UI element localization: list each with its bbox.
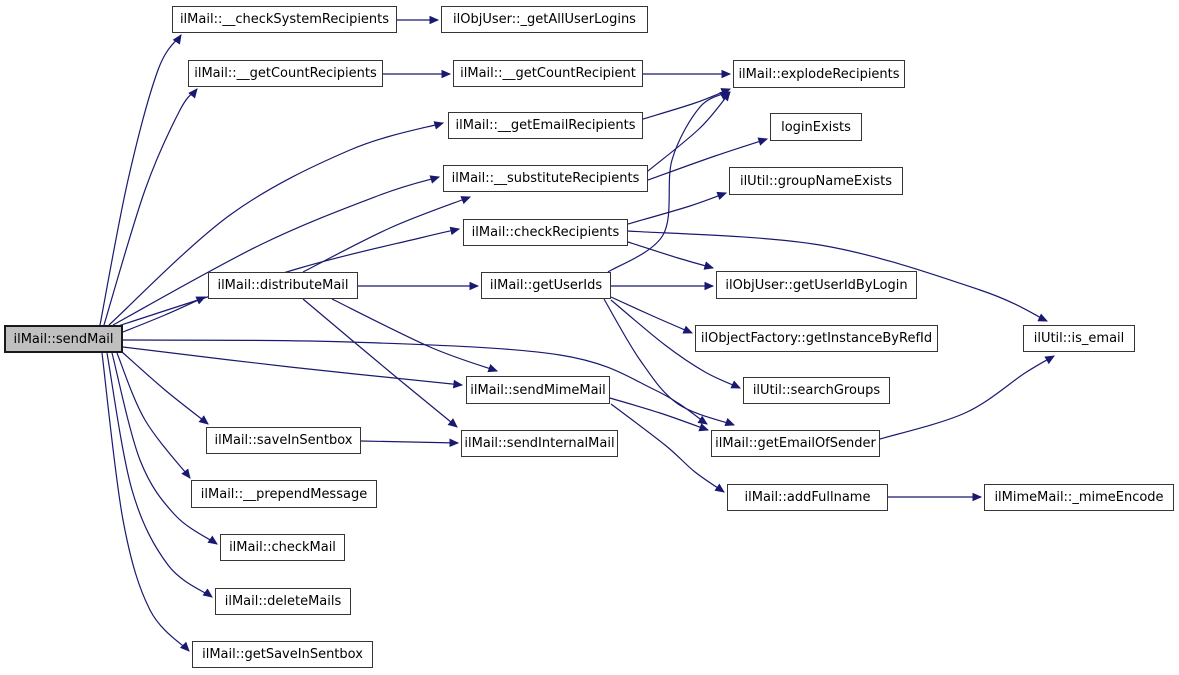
node-getUserIdByLogin[interactable]: ilObjUser::getUserIdByLogin <box>716 271 917 299</box>
node-substituteRecipients[interactable]: ilMail::__substituteRecipients <box>443 165 648 192</box>
edge-sendMail-to-getEmailOfSender <box>122 339 708 425</box>
node-mimeEncode[interactable]: ilMimeMail::_mimeEncode <box>984 484 1174 511</box>
node-explodeRecipients[interactable]: ilMail::explodeRecipients <box>733 60 905 88</box>
edge-sendMail-to-getCountRecipients <box>103 88 198 326</box>
edge-sendMimeMail-to-addFullname <box>610 403 725 493</box>
node-getAllUserLogins[interactable]: ilObjUser::_getAllUserLogins <box>441 6 648 33</box>
edge-checkRecipients-to-groupNameExists <box>627 191 728 225</box>
edge-distributeMail-to-substituteRecipients <box>302 196 472 273</box>
edge-getUserIds-to-getEmailOfSender <box>603 298 736 427</box>
edge-sendMail-to-checkMail <box>111 352 218 545</box>
node-checkMail[interactable]: ilMail::checkMail <box>220 534 345 561</box>
node-groupNameExists[interactable]: ilUtil::groupNameExists <box>729 167 903 195</box>
edge-sendMail-to-distributeMail <box>122 296 206 333</box>
node-getCountRecipients[interactable]: ilMail::__getCountRecipients <box>188 60 383 87</box>
edge-getUserIds-to-explodeRecipients <box>607 91 730 273</box>
edge-sendMail-to-checkRecipients <box>117 226 461 327</box>
node-getUserIds[interactable]: ilMail::getUserIds <box>481 272 611 299</box>
node-is_email[interactable]: ilUtil::is_email <box>1023 325 1135 352</box>
node-sendInternalMail[interactable]: ilMail::sendInternalMail <box>461 430 618 457</box>
edge-getEmailOfSender-to-is_email <box>879 355 1055 440</box>
edge-sendMail-to-substituteRecipients <box>112 175 441 326</box>
node-sendMail: ilMail::sendMail <box>4 325 123 353</box>
node-distributeMail[interactable]: ilMail::distributeMail <box>208 272 358 299</box>
node-saveInSentbox[interactable]: ilMail::saveInSentbox <box>206 427 361 454</box>
edge-substituteRecipients-to-loginExists <box>647 137 769 181</box>
edge-distributeMail-to-sendMimeMail <box>331 298 499 373</box>
node-getInstanceByRefId[interactable]: ilObjectFactory::getInstanceByRefId <box>695 325 938 352</box>
edge-getEmailRecipients-to-explodeRecipients <box>642 88 732 120</box>
edge-sendMail-to-deleteMails <box>106 352 213 598</box>
node-getSaveInSentbox[interactable]: ilMail::getSaveInSentbox <box>192 641 373 668</box>
node-deleteMails[interactable]: ilMail::deleteMails <box>215 588 351 615</box>
node-prependMessage[interactable]: ilMail::__prependMessage <box>191 480 377 508</box>
node-getEmailRecipients[interactable]: ilMail::__getEmailRecipients <box>448 112 643 139</box>
node-checkSystemRecipients[interactable]: ilMail::__checkSystemRecipients <box>172 6 397 33</box>
edge-sendMail-to-saveInSentbox <box>121 351 209 425</box>
edge-sendMail-to-checkSystemRecipients <box>99 34 182 326</box>
node-getCountRecipient[interactable]: ilMail::__getCountRecipient <box>453 60 643 87</box>
node-addFullname[interactable]: ilMail::addFullname <box>727 484 888 511</box>
edge-checkRecipients-to-getUserIdByLogin <box>627 241 715 270</box>
edge-sendMail-to-getEmailRecipients <box>108 121 445 326</box>
edge-saveInSentbox-to-sendInternalMail <box>360 438 460 448</box>
edge-sendMimeMail-to-getEmailOfSender <box>609 397 710 432</box>
edge-distributeMail-to-sendInternalMail <box>302 298 458 428</box>
node-searchGroups[interactable]: ilUtil::searchGroups <box>743 377 890 404</box>
edge-getUserIds-to-searchGroups <box>610 299 741 389</box>
edge-checkRecipients-to-is_email <box>627 230 1048 322</box>
node-loginExists[interactable]: loginExists <box>770 113 862 141</box>
node-checkRecipients[interactable]: ilMail::checkRecipients <box>463 219 628 246</box>
node-sendMimeMail[interactable]: ilMail::sendMimeMail <box>466 376 610 404</box>
edge-substituteRecipients-to-explodeRecipients <box>647 91 731 172</box>
edge-sendMail-to-prependMessage <box>116 352 191 479</box>
node-getEmailOfSender[interactable]: ilMail::getEmailOfSender <box>711 430 880 457</box>
edge-getUserIds-to-getInstanceByRefId <box>610 296 693 334</box>
edge-sendMail-to-getSaveInSentbox <box>101 352 190 652</box>
edge-sendMail-to-sendMimeMail <box>122 346 464 389</box>
